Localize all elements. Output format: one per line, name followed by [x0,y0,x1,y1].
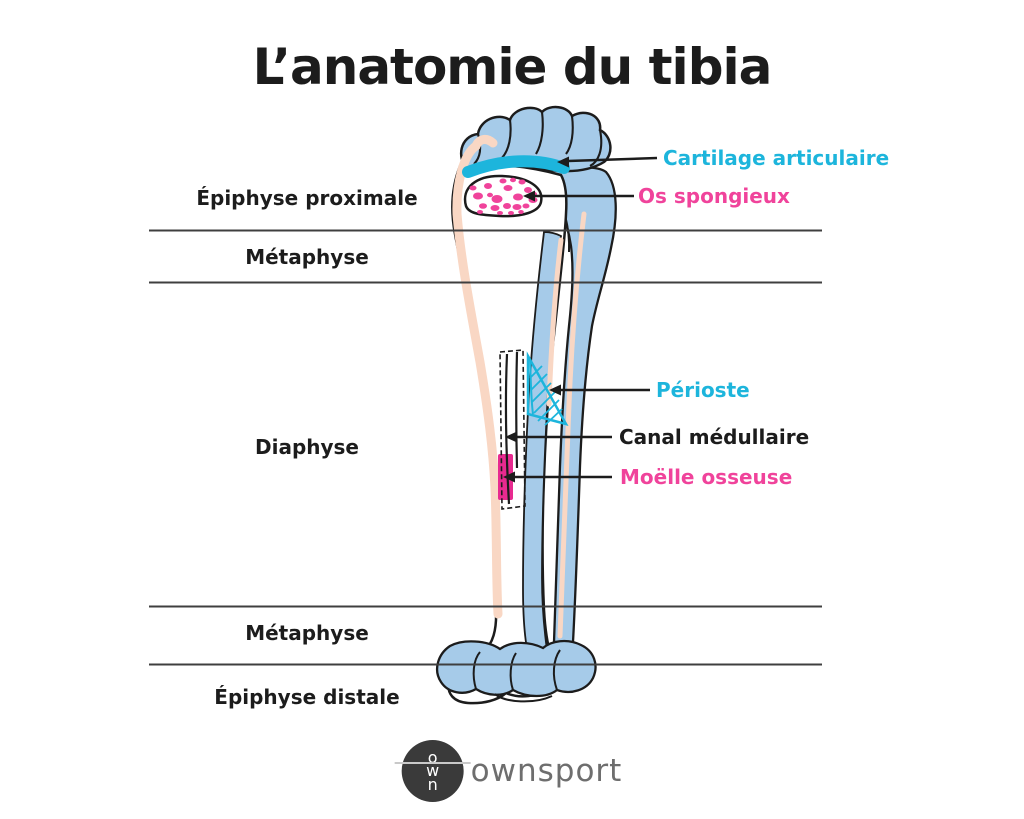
page-title: L’anatomie du tibia [252,38,773,96]
section-label-distal-epiphysis: Épiphyse distale [214,685,400,709]
annotation-spongy-bone: Os spongieux [638,184,790,208]
section-label-proximal-epiphysis: Épiphyse proximale [196,186,418,210]
spongy-bone-region [463,174,543,218]
section-divider-lines [149,229,822,666]
malleolus-lines [472,649,561,703]
ownsport-logo-icon: o w n [394,740,471,802]
cartilage-band [462,155,570,178]
cartilage-arrow-line [567,156,658,163]
brand-name: ownsport [470,753,623,789]
logo-arms-line [394,762,471,764]
brand-logo: o w n ownsport [394,740,623,802]
section-label-diaphysis: Diaphyse [254,435,359,459]
annotation-periosteum: Périoste [656,378,750,402]
section-label-metaphysis-top: Métaphyse [245,245,369,269]
canal-dashed-outline [499,349,526,510]
spongy-bone-dots [469,177,538,215]
periosteum-hatching [529,365,563,426]
annotation-bone-marrow: Moëlle osseuse [620,465,793,489]
annotation-medullary-canal: Canal médullaire [619,425,810,449]
annotation-cartilage: Cartilage articulaire [663,146,890,170]
arrow-heads [503,156,569,483]
logo-monogram-w: w [426,761,440,781]
section-label-metaphysis-bottom: Métaphyse [245,621,369,645]
distal-ankle [436,639,597,703]
logo-monogram-o: o [427,748,438,768]
periosteum-flap [526,351,569,426]
annotation-arrows [503,156,658,483]
logo-monogram-n: n [427,774,438,794]
